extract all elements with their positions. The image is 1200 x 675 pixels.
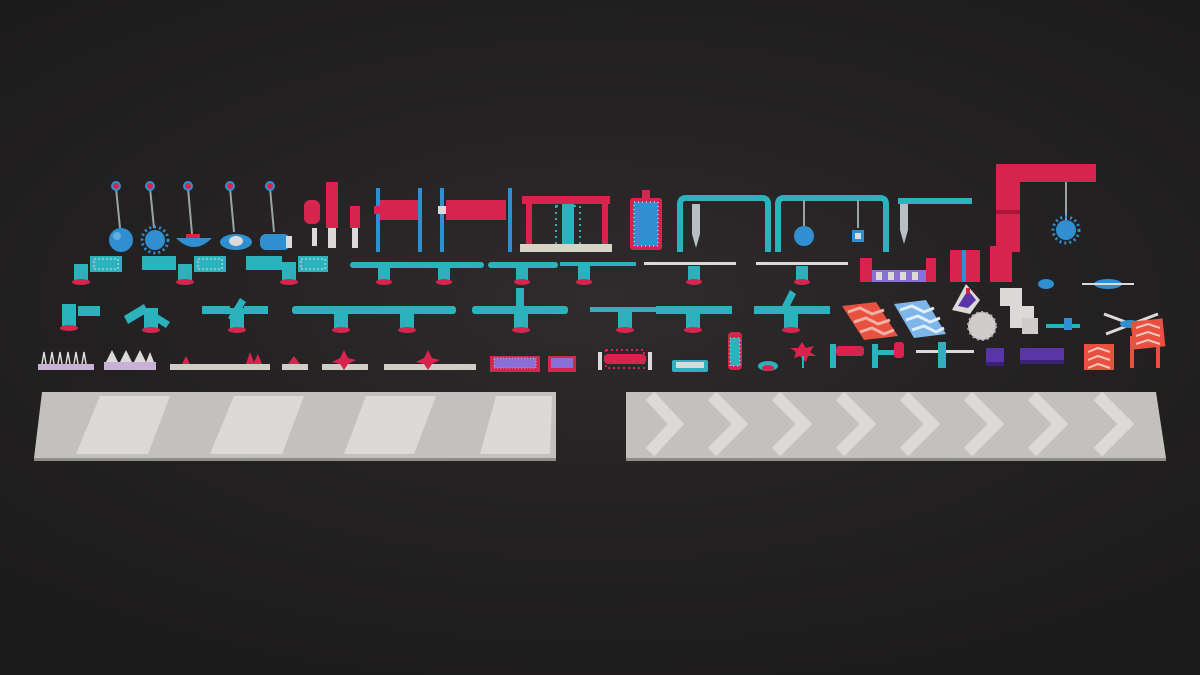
wrecking-ball-pendulum [109, 181, 133, 252]
striped-floor-platform [34, 392, 556, 461]
turret-needle-1 [560, 262, 636, 285]
turret-rod-3 [488, 262, 558, 285]
turret-needle-3 [756, 262, 848, 285]
floor-traps [38, 318, 1166, 372]
chevron-sign-1 [1084, 344, 1114, 370]
chevron-arrows [645, 391, 1135, 457]
pressure-pad-2 [548, 356, 576, 372]
spiky-flower [790, 342, 816, 368]
saw-track-2 [282, 356, 308, 370]
spinner-rod-2 [362, 306, 456, 333]
spinner-cross-1 [124, 304, 170, 333]
launch-ramp [952, 284, 980, 314]
blade-arch [677, 195, 771, 252]
sky-zigzag-mat [894, 300, 946, 338]
white-blocks [1000, 288, 1038, 334]
turret-grate-3 [246, 256, 328, 285]
jump-pad [672, 360, 708, 372]
turtle [758, 361, 778, 371]
barrier-gate-1 [374, 188, 422, 252]
blue-disc [1038, 279, 1134, 289]
turret-row-lower [60, 284, 1159, 341]
spike-roller-frame [520, 196, 612, 252]
spike-panel [630, 190, 662, 250]
roller-hammer-pendulum [260, 181, 292, 250]
frame-group [304, 164, 1096, 252]
turret-rod-1 [350, 262, 414, 285]
turret-grate-2 [142, 256, 226, 285]
blade-post [898, 198, 972, 244]
spike-strip-2 [104, 350, 156, 370]
hammer-arm-2 [872, 342, 904, 368]
barrier-gate-2 [438, 188, 512, 252]
piston-pair [304, 182, 360, 248]
spinner-needle-3 [754, 290, 830, 333]
crane-arm [996, 164, 1096, 252]
spike-strip-1 [38, 351, 94, 370]
purple-block-2 [1020, 348, 1064, 364]
spinner-needle-2 [656, 306, 732, 333]
pressure-pad-1 [490, 356, 540, 372]
chevron-floor-platform [626, 391, 1166, 461]
hammer-arm-1 [830, 344, 864, 368]
spin-pillar [728, 332, 742, 370]
turret-rod-2 [410, 262, 484, 285]
purple-block-1 [986, 348, 1004, 366]
pendulum-group [109, 181, 292, 255]
spinner-rod-3 [472, 288, 568, 333]
pink-panels [950, 246, 1012, 282]
mini-spinner [1046, 318, 1080, 330]
spinner-needle-1 [590, 307, 660, 333]
eye-disc-pendulum [220, 181, 252, 250]
white-ball [967, 311, 997, 341]
saw-track-4 [384, 350, 476, 370]
saw-track-3 [322, 350, 368, 370]
spike-roller [598, 349, 652, 370]
striped-ramp [860, 258, 936, 282]
half-bowl-pendulum [176, 181, 212, 247]
coral-zigzag-mat [842, 302, 898, 340]
saw-track-1 [170, 352, 270, 370]
spinner-cross-2 [202, 298, 268, 333]
swing-ball-arch [775, 195, 889, 252]
turret-grate-1 [72, 256, 122, 285]
sweeper [916, 342, 974, 368]
spinner-flat [60, 304, 100, 331]
spinner-rod-1 [292, 306, 376, 333]
turret-row-upper [72, 246, 1134, 289]
turret-needle-2 [644, 262, 736, 285]
chevron-sign-2 [1130, 318, 1166, 368]
spiked-ball-pendulum [140, 181, 170, 255]
